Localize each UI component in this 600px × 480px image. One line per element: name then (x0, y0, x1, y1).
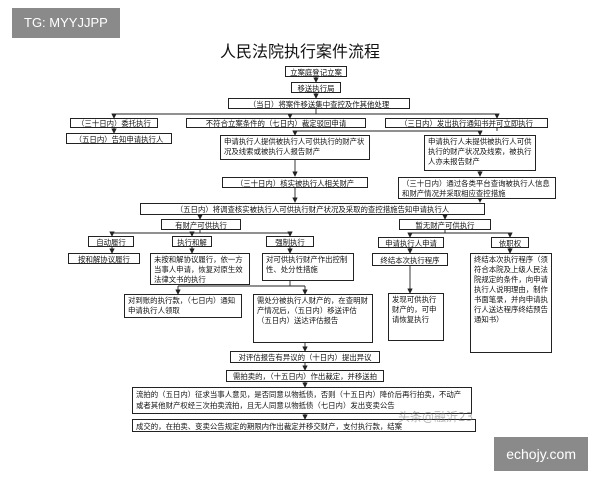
node-reject-application: 不符合立案条件的（七日内）裁定驳回申请 (186, 118, 366, 128)
node-transaction-complete: 成交的，在拍卖、变卖公告规定的期限内作出裁定并移交财产，支付执行款，结案 (132, 419, 476, 432)
node-notify-applicant: （五日内）告知申请执行人 (66, 133, 172, 144)
node-settlement: 执行和解 (172, 236, 212, 247)
node-compulsory-enforcement: 强制执行 (266, 236, 314, 247)
node-voluntary-performance: 自动履行 (88, 236, 134, 247)
node-case-registration: 立案庭登记立案 (285, 66, 347, 77)
node-appraisal-objection: 对评估报告有异议的（十日内）提出异议 (230, 351, 380, 363)
watermark-top-left: TG: MYYJJPP (12, 8, 120, 38)
node-perform-settlement: 按和解协议履行 (68, 253, 140, 264)
node-ex-officio: 依职权 (491, 237, 529, 248)
node-entrusted-enforcement: （三十日内）委托执行 (70, 118, 158, 128)
node-no-property-available: 暂无财产可供执行 (399, 219, 491, 230)
node-property-available: 有财产可供执行 (161, 219, 241, 230)
node-applicant-provides-property: 申请执行人提供被执行人可供执行的财产状况及线索或被执行人报告财产 (220, 135, 370, 160)
diagram-title: 人民法院执行案件流程 (219, 42, 380, 61)
node-terminate-current-procedure: 终结本次执行程序 (372, 253, 448, 266)
node-resume-enforcement: 发现可供执行财产的，可申请恢复执行 (388, 293, 444, 341)
node-failed-auction: 流拍的（五日内）征求当事人意见，是否同意以物抵债，否则（十五日内）降价后再行拍卖… (132, 387, 472, 414)
node-applicant-request: 申请执行人申请 (378, 237, 444, 248)
node-auction-ruling: 需拍卖的，（十五日内）作出裁定，并移送拍卖 (226, 370, 384, 382)
node-transfer-to-enforcement: 移送执行局 (291, 82, 341, 93)
node-platform-query: （三十日内）通过各类平台查询被执行人信息和财产情况并采取相应查控措施 (398, 177, 556, 199)
node-notify-collect-payment: 对到账的执行款，（七日内）通知申请执行人领取 (124, 294, 242, 318)
node-control-measures: 对可供执行财产作出控制性、处分性措施 (262, 253, 354, 281)
node-dispose-property: 需处分被执行人财产的，在查明财产情况后，（五日内）移送评估（五日内）送达评估报告 (253, 294, 373, 343)
node-same-day-transfer: （当日）将案件移送集中查控及作其他处理 (228, 98, 410, 109)
node-inform-investigation-result: （五日内）将调查核实被执行人可供执行财产状况及采取的查控措施告知申请执行人 (140, 203, 485, 215)
node-verify-property: （三十日内）核实被执行人相关财产 (222, 177, 368, 188)
node-terminate-conditions: 终结本次执行程序（须符合本院及上级人民法院规定的条件，向申请执行人说明理由，制作… (470, 253, 552, 353)
overlay-stamp: 头条@融沂23 (398, 410, 474, 424)
watermark-bottom-right: echojy.com (494, 437, 588, 471)
node-issue-notice: （三日内）发出执行通知书并可立即执行 (385, 118, 548, 128)
node-settlement-default: 未按和解协议履行，依一方当事人申请，恢复对原生效法律文书的执行 (150, 253, 250, 285)
node-no-property-info: 申请执行人未提供被执行人可供执行的财产状况及线索，被执行人亦未报告财产 (424, 135, 536, 171)
